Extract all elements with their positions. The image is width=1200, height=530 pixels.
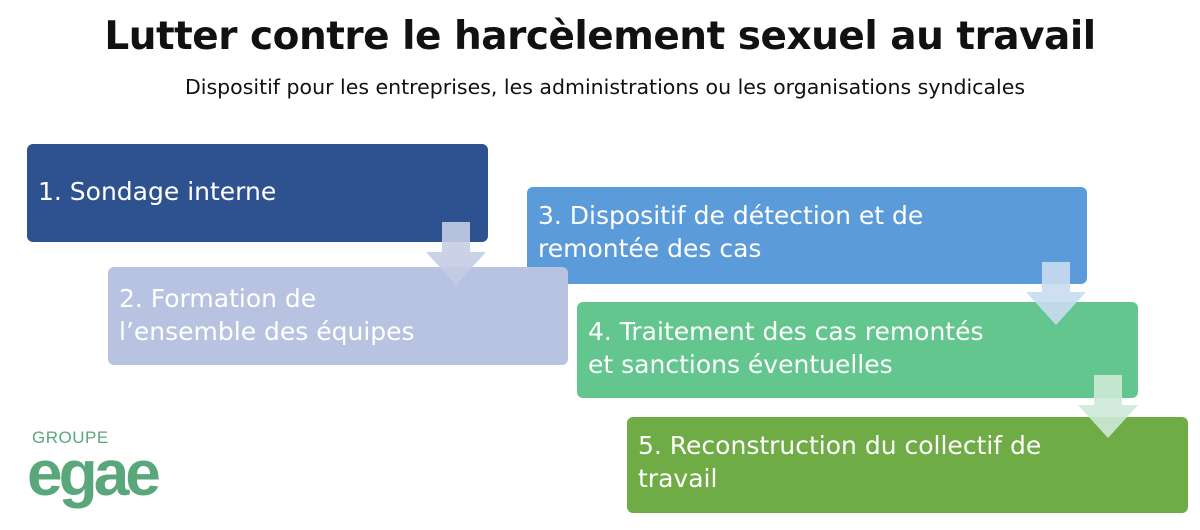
page-title: Lutter contre le harcèlement sexuel au t… — [104, 14, 1096, 59]
logo-groupe-text: GROUPE — [32, 428, 109, 447]
step-3-label-line-1: 3. Dispositif de détection et de — [538, 201, 924, 230]
step-1-label-line-1: 1. Sondage interne — [38, 177, 277, 206]
step-4-label-line-1: 4. Traitement des cas remontés — [588, 317, 984, 346]
step-2-box: 2. Formation de l’ensemble des équipes — [108, 267, 568, 365]
logo-egae-text: egae — [27, 437, 159, 509]
step-3-box: 3. Dispositif de détection et de remonté… — [527, 187, 1087, 284]
step-2-label-line-2: l’ensemble des équipes — [119, 317, 415, 346]
arrow-down-icon — [426, 222, 486, 285]
arrow-down-icon — [1078, 375, 1138, 438]
step-3-label-line-2: remontée des cas — [538, 234, 762, 263]
step-2-label-line-1: 2. Formation de — [119, 284, 317, 313]
step-5-box: 5. Reconstruction du collectif de travai… — [627, 417, 1188, 513]
step-4-box: 4. Traitement des cas remontés et sancti… — [577, 302, 1138, 398]
step-1-box: 1. Sondage interne — [27, 144, 488, 242]
page-subtitle: Dispositif pour les entreprises, les adm… — [184, 75, 1025, 99]
arrow-down-icon — [1026, 262, 1086, 325]
step-5-label-line-2: travail — [638, 464, 718, 493]
step-4-label-line-2: et sanctions éventuelles — [588, 350, 893, 379]
groupe-egae-logo: GROUPE egae — [27, 428, 163, 509]
step-5-label-line-1: 5. Reconstruction du collectif de — [638, 431, 1042, 460]
